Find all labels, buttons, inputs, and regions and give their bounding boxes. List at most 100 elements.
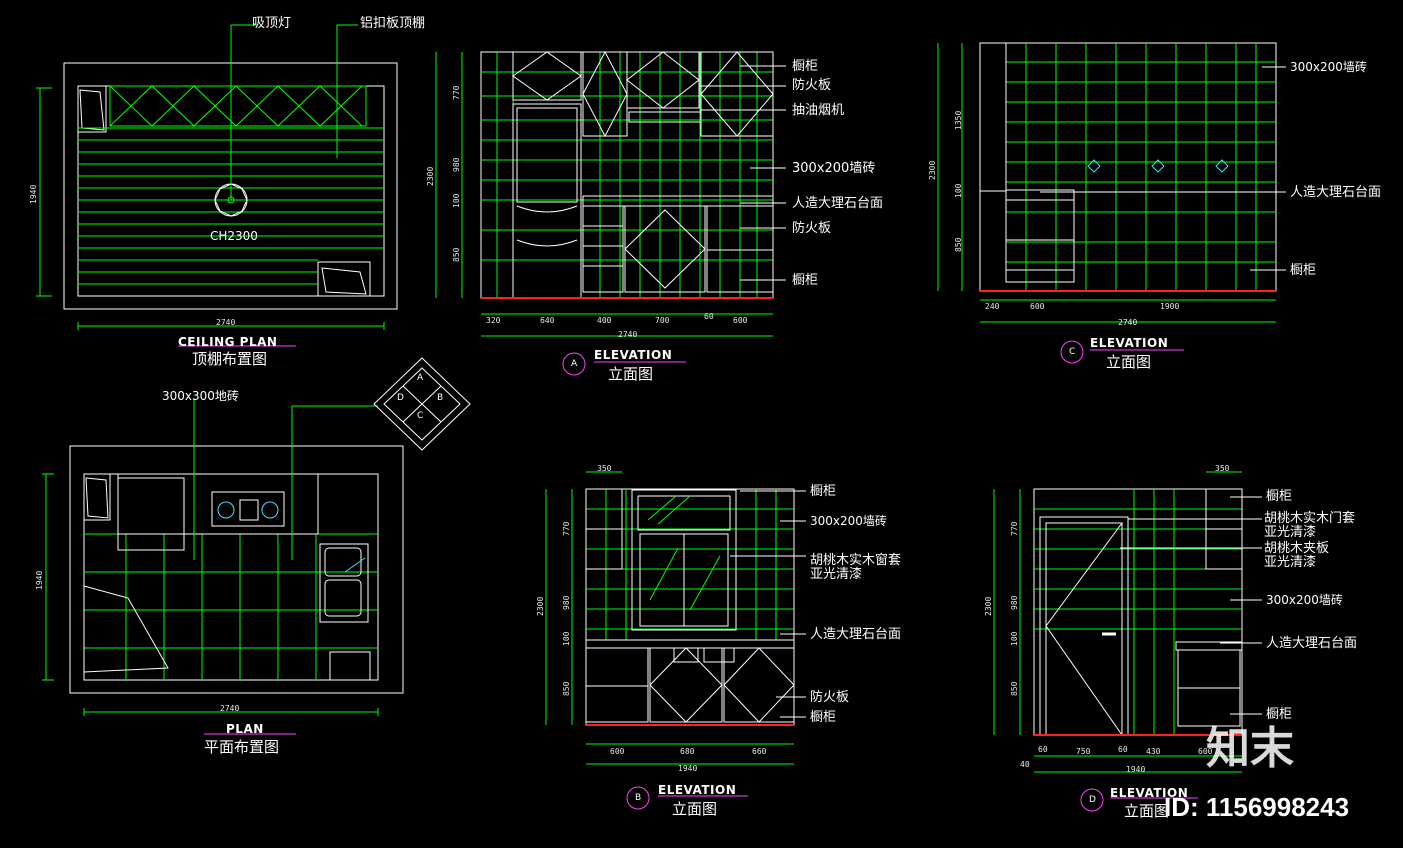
plan-dim-height: 1940: [35, 570, 44, 590]
elev-d-label-5: 亚光清漆: [1264, 555, 1317, 570]
elev-d-label-7: 人造大理石台面: [1266, 636, 1358, 651]
ceiling-title-cn: 顶棚布置图: [192, 350, 268, 368]
elev-b-dim-h: 600: [610, 747, 625, 756]
elev-d-dim-h: 350: [1215, 464, 1230, 473]
elev-d-title-cn: 立面图: [1124, 802, 1170, 820]
elev-c-dim-v: 850: [954, 237, 963, 252]
elev-a-dim-h: 400: [597, 316, 612, 325]
elev-a-dim-v: 2300: [426, 166, 435, 186]
ceiling-dim-height: 1940: [29, 184, 38, 204]
elevation-c: [937, 42, 1286, 364]
ceiling-height-label: CH2300: [210, 229, 258, 243]
elev-a-dim-v: 850: [452, 247, 461, 262]
elev-d-dim-v: 770: [1010, 521, 1019, 536]
elev-a-dim-h: 700: [655, 316, 670, 325]
elev-d-dim-h: 60: [1118, 745, 1128, 754]
elev-c-label-1: 300x200墙砖: [1290, 60, 1367, 74]
elev-d-label-2: 胡桃木实木门套: [1264, 511, 1356, 526]
elev-d-dim-h: 430: [1146, 747, 1161, 756]
watermark-logo: 知末: [1206, 723, 1294, 774]
elev-d-label-1: 橱柜: [1266, 489, 1293, 504]
elev-a-dim-v: 980: [452, 157, 461, 172]
elev-a-label-2: 防火板: [792, 78, 832, 93]
elev-c-label-3: 橱柜: [1290, 263, 1317, 278]
elev-b-dim-h: 1940: [678, 764, 698, 773]
elev-d-title-en: ELEVATION: [1110, 786, 1189, 800]
elev-d-dim-h: 600: [1198, 747, 1213, 756]
elev-a-label-4: 300x200墙砖: [792, 161, 876, 176]
elev-a-dim-v: 100: [452, 193, 461, 208]
lamp-label: 吸顶灯: [252, 16, 292, 31]
elev-d-label-4: 胡桃木夹板: [1264, 541, 1330, 556]
watermark-id: ID: 1156998243: [1164, 792, 1350, 822]
plan-dim-width: 2740: [220, 704, 240, 713]
elev-c-label-2: 人造大理石台面: [1290, 185, 1382, 200]
elev-a-title-en: ELEVATION: [594, 348, 673, 362]
elev-b-dim-h: 680: [680, 747, 695, 756]
elev-c-dim-h: 240: [985, 302, 1000, 311]
elev-a-dim-h: 60: [704, 312, 714, 321]
elev-a-dim-v: 770: [452, 85, 461, 100]
elev-b-title-en: ELEVATION: [658, 783, 737, 797]
elev-b-dim-v: 850: [562, 681, 571, 696]
floor-plan: [42, 398, 404, 735]
ceiling-dim-width: 2740: [216, 318, 236, 327]
elev-d-dim-h: 1940: [1126, 765, 1146, 774]
elev-c-title-en: ELEVATION: [1090, 336, 1169, 350]
elevation-a: [435, 50, 786, 376]
key-b: B: [437, 393, 444, 403]
elev-c-tag: C: [1069, 347, 1076, 357]
key-d: D: [397, 393, 404, 403]
elev-b-label-6: 防火板: [810, 690, 850, 705]
elev-d-label-8: 橱柜: [1266, 707, 1293, 722]
elev-a-label-7: 橱柜: [792, 273, 819, 288]
elev-b-label-1: 橱柜: [810, 484, 837, 499]
elev-d-dim-v: 850: [1010, 681, 1019, 696]
elev-d-dim-h: 750: [1076, 747, 1091, 756]
elev-d-dim-h: 40: [1020, 760, 1030, 769]
elev-b-dim-v: 2300: [536, 596, 545, 616]
elev-b-label-3: 胡桃木实木窗套: [810, 553, 902, 568]
floor-tile-label: 300x300地砖: [162, 389, 239, 403]
elev-c-dim-h: 2740: [1118, 318, 1138, 327]
elev-a-dim-h: 640: [540, 316, 555, 325]
elev-a-dim-h: 600: [733, 316, 748, 325]
plan-title-cn: 平面布置图: [204, 738, 280, 756]
elev-b-label-4: 亚光清漆: [810, 567, 863, 582]
elev-c-dim-h: 600: [1030, 302, 1045, 311]
ceiling-plan: [36, 24, 398, 347]
elev-a-tag: A: [571, 359, 578, 369]
elev-b-dim-h: 350: [597, 464, 612, 473]
elev-d-dim-h: 60: [1038, 745, 1048, 754]
elev-b-dim-v: 980: [562, 595, 571, 610]
plan-title-en: PLAN: [226, 722, 264, 736]
elev-b-tag: B: [635, 793, 642, 803]
elev-d-label-6: 300x200墙砖: [1266, 593, 1343, 607]
key-a: A: [417, 373, 424, 383]
elev-b-dim-h: 660: [752, 747, 767, 756]
elevation-d: [993, 471, 1262, 812]
elev-d-dim-v: 100: [1010, 631, 1019, 646]
elev-a-label-5: 人造大理石台面: [792, 196, 884, 211]
ceiling-material-label: 铝扣板顶棚: [360, 16, 426, 31]
elev-d-dim-v: 2300: [984, 596, 993, 616]
elevation-b: [545, 471, 806, 810]
key-c: C: [417, 411, 424, 421]
elev-b-label-5: 人造大理石台面: [810, 627, 902, 642]
view-key-symbol: [373, 357, 471, 451]
elev-c-title-cn: 立面图: [1106, 353, 1152, 371]
elev-b-label-7: 橱柜: [810, 710, 837, 725]
ceiling-title-en: CEILING PLAN: [178, 335, 278, 349]
elev-a-label-3: 抽油烟机: [792, 103, 845, 118]
elev-a-dim-h: 320: [486, 316, 501, 325]
elev-b-title-cn: 立面图: [672, 800, 718, 818]
elev-a-title-cn: 立面图: [608, 365, 654, 383]
elev-c-dim-v: 100: [954, 183, 963, 198]
elev-a-label-6: 防火板: [792, 221, 832, 236]
elev-a-dim-h: 2740: [618, 330, 638, 339]
elev-b-label-2: 300x200墙砖: [810, 514, 887, 528]
elev-c-dim-h: 1900: [1160, 302, 1180, 311]
elev-c-dim-v: 2300: [928, 160, 937, 180]
elev-b-dim-v: 100: [562, 631, 571, 646]
